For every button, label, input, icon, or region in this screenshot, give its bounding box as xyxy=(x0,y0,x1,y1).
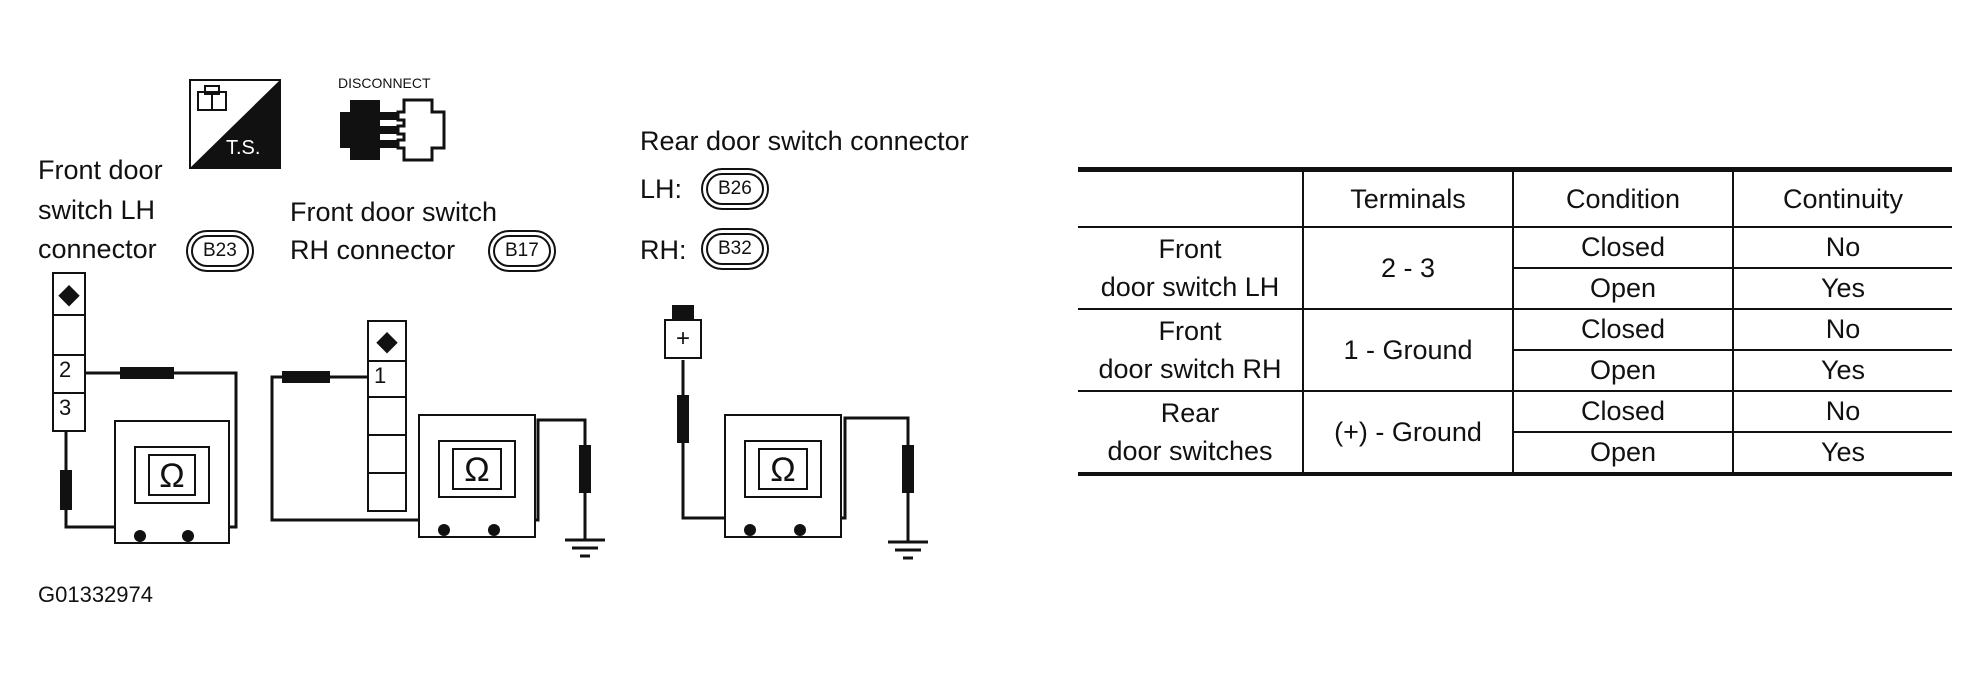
ground-symbol-icon xyxy=(888,540,928,560)
condition-cell: Closed xyxy=(1512,227,1733,269)
diamond-icon: ◆ xyxy=(58,278,80,309)
front-lh-pin-2: 2 xyxy=(52,354,86,394)
rear-lh-connector-code: B26 xyxy=(701,168,769,210)
table-row: Front door switch RH 1 - Ground Closed N… xyxy=(1078,309,1952,392)
table-header-terminals: Terminals xyxy=(1302,167,1513,228)
disconnect-label: DISCONNECT xyxy=(338,75,431,91)
table-header-continuity: Continuity xyxy=(1732,167,1952,228)
table-row: Open Yes xyxy=(1078,350,1952,392)
item-cell: Front door switch LH xyxy=(1078,227,1303,310)
front-lh-pin-blank xyxy=(52,314,86,356)
front-lh-connector-code: B23 xyxy=(186,230,254,272)
ohm-symbol: Ω xyxy=(452,448,502,490)
front-lh-label-line2: switch LH xyxy=(38,195,156,225)
condition-cell: Open xyxy=(1512,432,1733,476)
continuity-cell: Yes xyxy=(1732,432,1952,476)
front-rh-pin-blank-b xyxy=(367,434,407,474)
condition-cell: Closed xyxy=(1512,309,1733,351)
table-row: Rear door switches (+) - Ground Closed N… xyxy=(1078,391,1952,476)
front-rh-pin-1: 1 xyxy=(367,360,407,398)
front-rh-connector-code: B17 xyxy=(488,230,556,272)
front-rh-ohmmeter: Ω xyxy=(418,414,536,538)
front-lh-label-line1: Front door xyxy=(38,155,163,185)
diamond-icon: ◆ xyxy=(376,325,398,356)
terminals-cell: (+) - Ground xyxy=(1302,391,1513,476)
rear-rh-prefix: RH: xyxy=(640,235,687,265)
front-rh-label-line2: RH connector xyxy=(290,235,456,265)
table-header-condition: Condition xyxy=(1512,167,1733,228)
ts-icon xyxy=(189,79,281,169)
figure-id: G01332974 xyxy=(38,582,153,607)
rear-title: Rear door switch connector xyxy=(640,126,969,156)
condition-cell: Open xyxy=(1512,350,1733,392)
condition-cell: Closed xyxy=(1512,391,1733,433)
continuity-cell: No xyxy=(1732,391,1952,433)
front-lh-label-line3: connector xyxy=(38,234,157,264)
rear-rh-connector-code: B32 xyxy=(701,228,769,270)
rear-ohmmeter: Ω xyxy=(724,414,842,538)
table-row: Open Yes xyxy=(1078,432,1952,476)
front-rh-label-line1: Front door switch xyxy=(290,197,498,227)
ohm-symbol: Ω xyxy=(148,454,196,496)
rear-lh-prefix: LH: xyxy=(640,174,683,204)
ts-label: T.S. xyxy=(226,137,261,159)
front-lh-pin-header: ◆ xyxy=(52,272,86,316)
front-lh-ohmmeter: Ω xyxy=(114,420,230,544)
continuity-cell: No xyxy=(1732,227,1952,269)
table-row: Front door switch LH 2 - 3 Closed No xyxy=(1078,227,1952,310)
disconnect-icon xyxy=(340,98,446,162)
front-rh-pin-blank-c xyxy=(367,472,407,512)
ohm-symbol: Ω xyxy=(758,448,808,490)
ground-symbol-icon xyxy=(565,538,605,558)
condition-cell: Open xyxy=(1512,268,1733,310)
continuity-cell: No xyxy=(1732,309,1952,351)
continuity-cell: Yes xyxy=(1732,350,1952,392)
front-rh-pin-header: ◆ xyxy=(367,320,407,362)
front-lh-pin-3: 3 xyxy=(52,392,86,432)
continuity-cell: Yes xyxy=(1732,268,1952,310)
terminals-cell: 1 - Ground xyxy=(1302,309,1513,392)
front-rh-pin-blank-a xyxy=(367,396,407,436)
table-row: Open Yes xyxy=(1078,268,1952,310)
table-header-item xyxy=(1078,167,1303,228)
rear-terminal-plus: + xyxy=(664,319,702,359)
item-cell: Front door switch RH xyxy=(1078,309,1303,392)
terminals-cell: 2 - 3 xyxy=(1302,227,1513,310)
continuity-table: Terminals Condition Continuity Front doo… xyxy=(1078,167,1952,476)
item-cell: Rear door switches xyxy=(1078,391,1303,476)
